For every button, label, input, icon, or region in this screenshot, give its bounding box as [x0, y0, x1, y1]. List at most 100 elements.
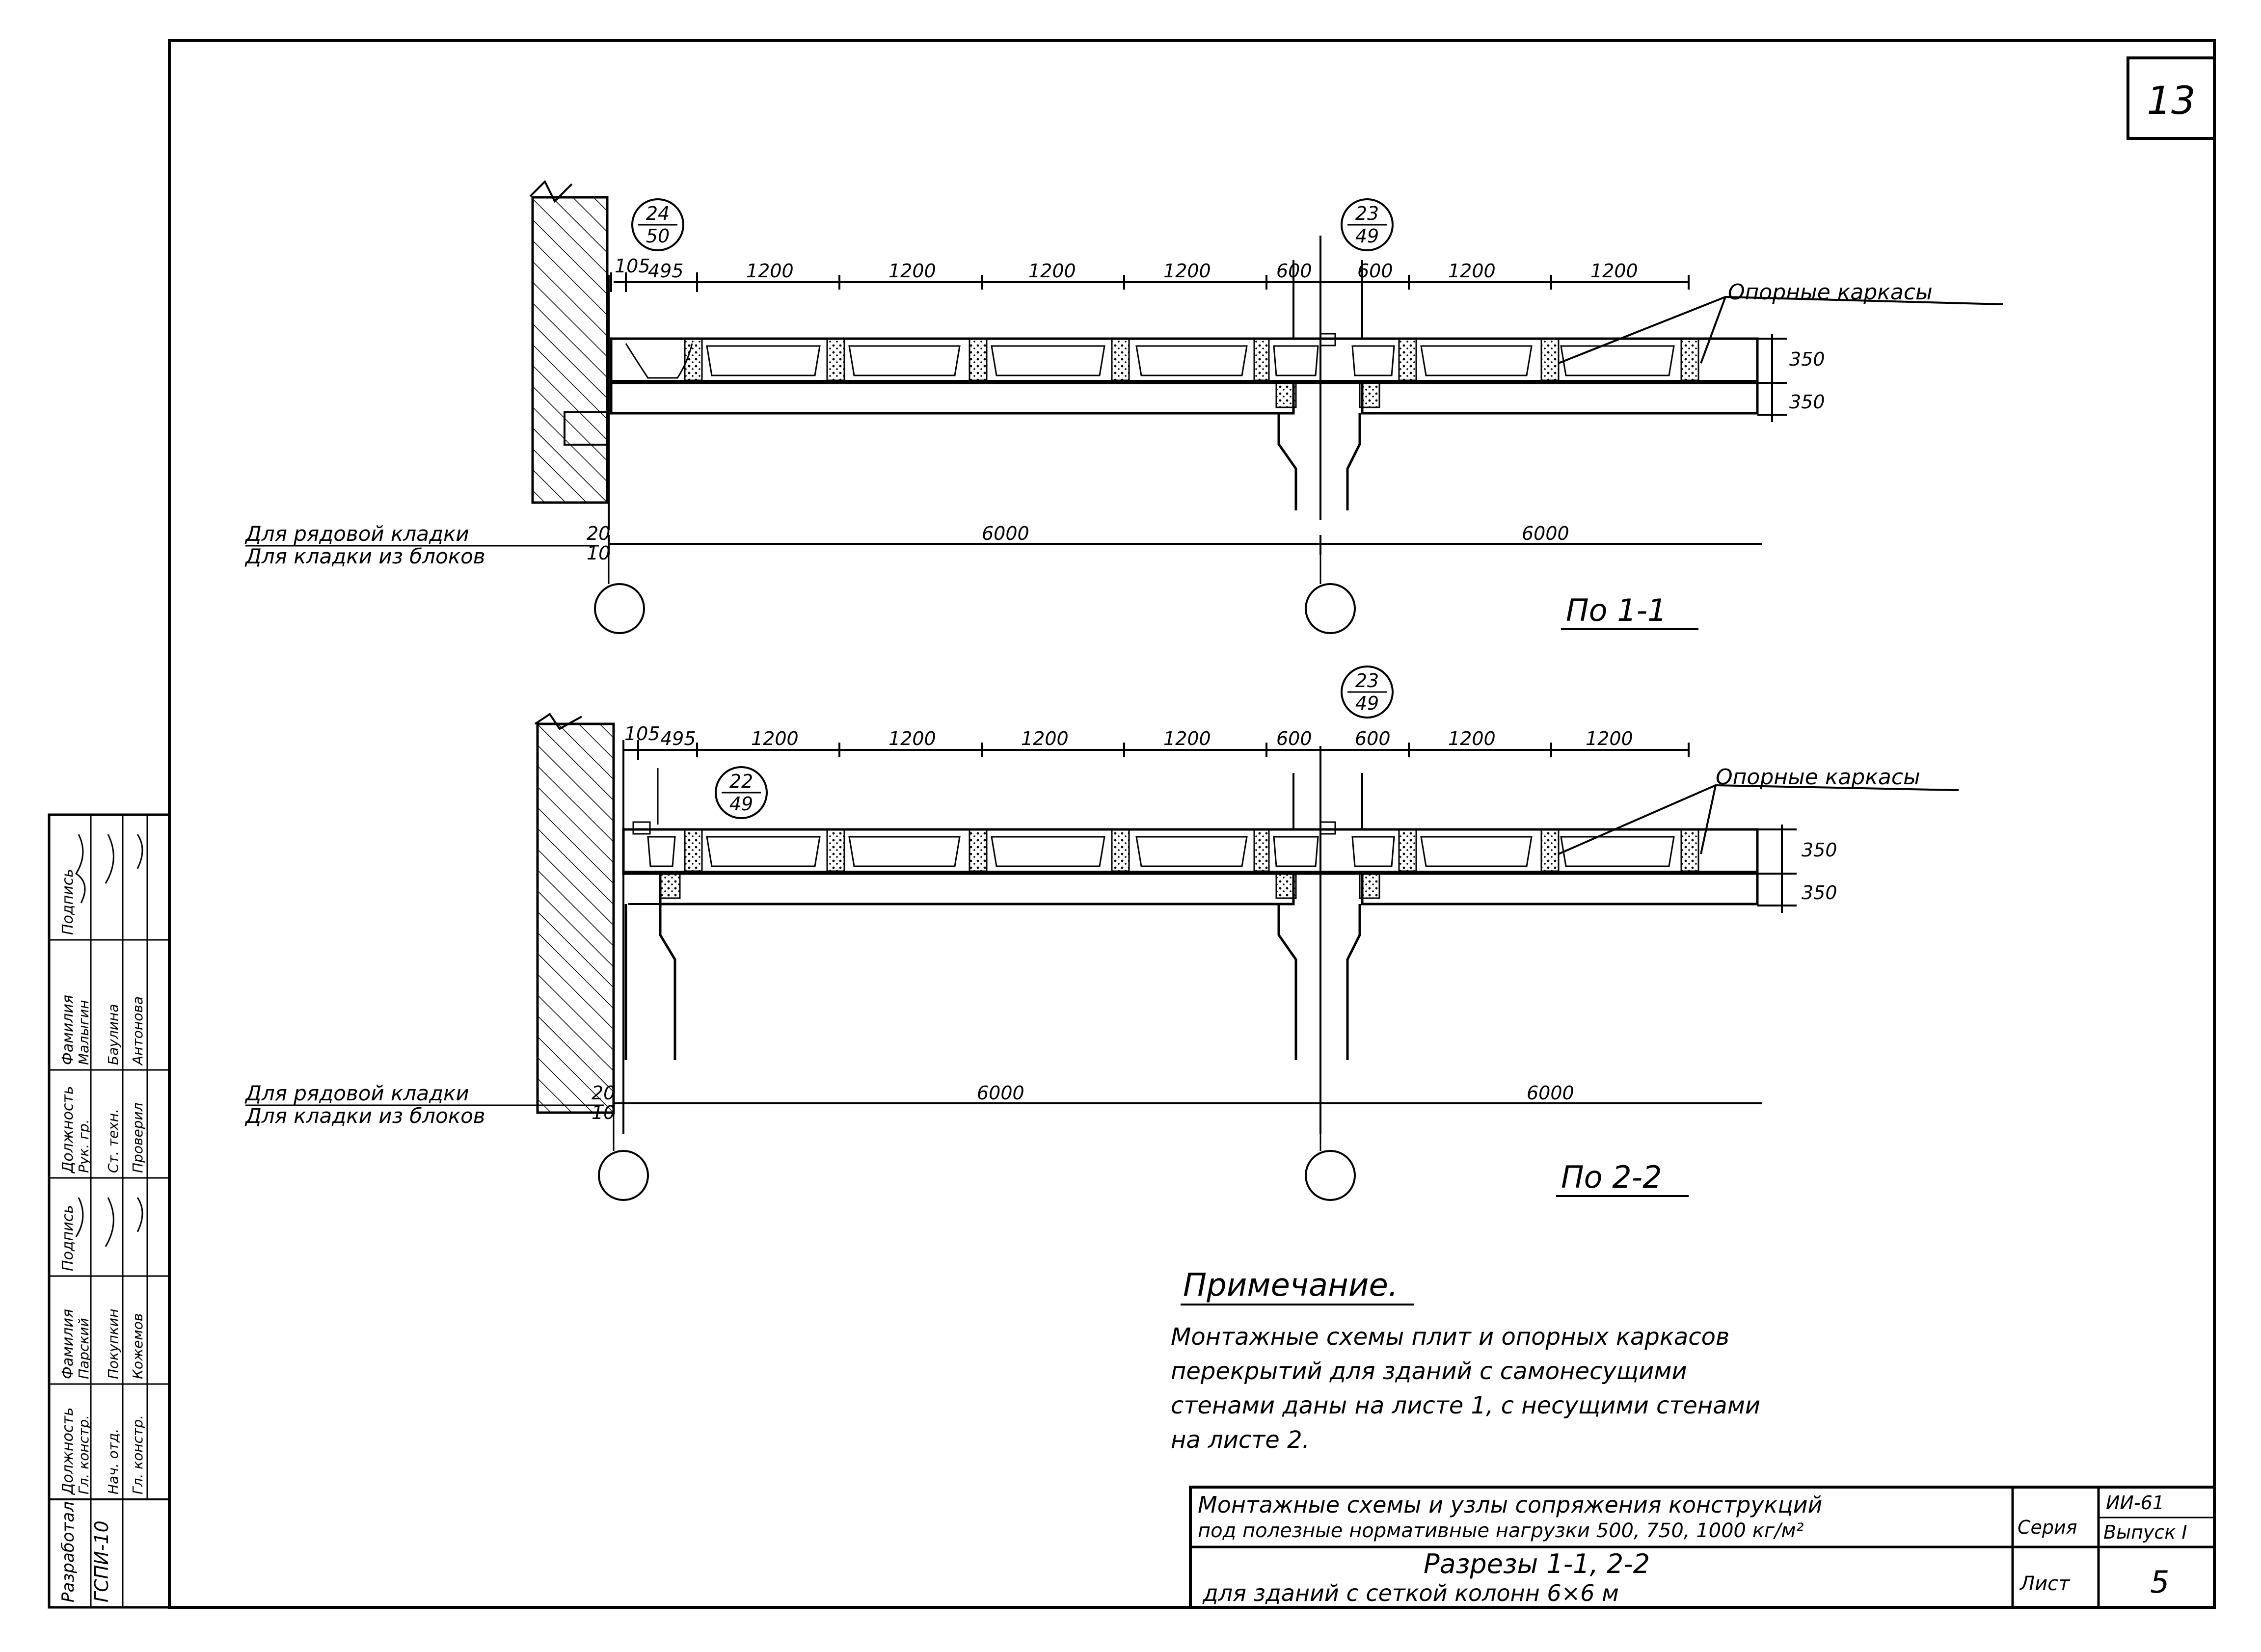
- note-line-3: стенами даны на листе 1, с несущими стен…: [1171, 1392, 1760, 1419]
- wall-hatched: [531, 196, 609, 504]
- label-block-masonry-2: Для кладки из блоков: [244, 1104, 485, 1128]
- dim2-1200-b: 1200: [888, 728, 936, 749]
- note-line-1: Монтажные схемы плит и опорных каркасов: [1171, 1323, 1729, 1351]
- svg-text:23: 23: [1355, 203, 1379, 224]
- svg-text:49: 49: [1355, 225, 1379, 247]
- wall-bracket: [624, 904, 676, 1060]
- svg-text:22: 22: [729, 771, 753, 792]
- axis-circle-mid-2: [1305, 1150, 1356, 1201]
- sheet-number: 13: [2147, 79, 2195, 123]
- beam-right-2: [1361, 872, 1759, 906]
- note-block: Примечание. Монтажные схемы плит и опорн…: [1171, 1267, 1760, 1454]
- label-block-masonry-1: Для кладки из блоков: [244, 544, 485, 568]
- stamp-block: Разработал ГСПИ-10 Должность Фамилия Под…: [48, 813, 171, 1609]
- dim2-600-a: 600: [1276, 728, 1312, 749]
- label-ordinary-masonry-1: Для рядовой кладки: [244, 522, 469, 546]
- stamp-r1-c4: Рук. гр.: [76, 1119, 92, 1173]
- height-350-top-1: 350: [1789, 348, 1825, 370]
- dim2-1200-a: 1200: [751, 728, 799, 749]
- callout-24-50: 24 50: [631, 198, 684, 251]
- stamp-header-1: Должность: [59, 1407, 77, 1495]
- column: [1277, 413, 1361, 510]
- stamp-r2-c4: Ст. техн.: [105, 1109, 121, 1173]
- svg-text:50: 50: [646, 225, 670, 247]
- axis-circle-left-1: [594, 583, 645, 634]
- stamp-r3-c2: Кожемов: [130, 1313, 146, 1379]
- dim2-600-b: 600: [1355, 728, 1391, 749]
- callout-22-49: 22 49: [715, 766, 768, 819]
- callout-23-49: 23 49: [1341, 198, 1394, 251]
- span-6000-a: 6000: [982, 523, 1029, 544]
- stamp-r1-c1: Гл. констр.: [76, 1415, 92, 1494]
- dim-1200-c: 1200: [1028, 260, 1076, 282]
- sheet-title-1: Разрезы 1-1, 2-2: [1424, 1548, 1650, 1579]
- offset-20: 20: [587, 523, 610, 544]
- project-line-1: Монтажные схемы и узлы сопряжения констр…: [1198, 1492, 1822, 1518]
- height-350-top-2: 350: [1802, 839, 1837, 861]
- stamp-r3-c4: Проверил: [130, 1102, 146, 1173]
- svg-text:49: 49: [729, 793, 753, 815]
- svg-text:23: 23: [1355, 670, 1379, 692]
- stamp-role-header: Разработал: [58, 1501, 78, 1602]
- support-cages: [684, 338, 1699, 381]
- stamp-r2-c5: Баулина: [105, 1004, 121, 1066]
- span2-6000-a: 6000: [977, 1082, 1024, 1104]
- axis-circle-mid-1: [1305, 583, 1356, 634]
- dim-600-b: 600: [1357, 260, 1393, 282]
- note-line-2: перекрытий для зданий с самонесущими: [1171, 1358, 1687, 1385]
- stamp-header-2: Фамилия: [59, 1309, 77, 1379]
- sheet-label: Лист: [2019, 1572, 2071, 1595]
- span2-6000-b: 6000: [1527, 1082, 1574, 1104]
- title-block: Монтажные схемы и узлы сопряжения констр…: [1189, 1486, 2216, 1609]
- label-ordinary-masonry-2: Для рядовой кладки: [244, 1081, 469, 1105]
- sheet-title-2: для зданий с сеткой колонн 6×6 м: [1202, 1580, 1619, 1606]
- stamp-r2-c1: Нач. отд.: [105, 1429, 121, 1494]
- dim-1200-b: 1200: [888, 260, 936, 282]
- project-line-2: под полезные нормативные нагрузки 500, 7…: [1198, 1519, 1804, 1542]
- section-title-2-2: По 2-2: [1561, 1159, 1662, 1195]
- stamp-r2-c2: Покупкин: [105, 1309, 121, 1379]
- dim2-495: 495: [660, 728, 696, 749]
- height-350-bottom-1: 350: [1789, 391, 1825, 413]
- stamp-r1-c2: Парский: [76, 1318, 92, 1379]
- axis-circle-left-2: [598, 1150, 649, 1201]
- dim-1200-d: 1200: [1163, 260, 1211, 282]
- series-value-1: ИИ-61: [2106, 1492, 2164, 1514]
- dim2-105: 105: [624, 723, 660, 745]
- note-heading: Примечание.: [1183, 1267, 1398, 1304]
- stamp-r1-c5: Малыгин: [76, 1000, 92, 1065]
- callout-23-49-b: 23 49: [1341, 666, 1394, 719]
- dim2-1200-e: 1200: [1448, 728, 1496, 749]
- beam-left: [610, 381, 1295, 415]
- height-350-bottom-2: 350: [1802, 882, 1837, 904]
- stamp-org: ГСПИ-10: [91, 1520, 112, 1602]
- sheet-number-box: 13: [2126, 56, 2216, 140]
- leader-support-cages-1: Опорные каркасы: [1728, 280, 1933, 305]
- dim2-1200-c: 1200: [1021, 728, 1069, 749]
- dim-1200-a: 1200: [746, 260, 794, 282]
- span-6000-b: 6000: [1522, 523, 1569, 544]
- wall-hatched-2: [536, 722, 615, 1114]
- beam-right: [1361, 381, 1759, 415]
- dim-600-a: 600: [1276, 260, 1312, 282]
- section-2-2: 105 495 1200 1200 1200 1200 600 600 1200…: [244, 666, 1959, 1201]
- leader-support-cages-2: Опорные каркасы: [1716, 765, 1920, 790]
- support-cages-2: [684, 828, 1699, 872]
- stamp-header-4: Должность: [59, 1086, 77, 1174]
- series-value-2: Выпуск I: [2103, 1521, 2187, 1543]
- dim-1200-f: 1200: [1590, 260, 1638, 282]
- sheet-value: 5: [2150, 1564, 2169, 1600]
- dim-495: 495: [648, 260, 684, 282]
- stamp-r3-c1: Гл. констр.: [130, 1415, 146, 1494]
- column-2: [1277, 904, 1361, 1060]
- section-1-1: 105 495 1200 1200 1200 1200 600 600 1200…: [244, 180, 2003, 634]
- signature-mark: [75, 1197, 143, 1247]
- series-label: Серия: [2018, 1517, 2077, 1538]
- section-title-1-1: По 1-1: [1566, 592, 1667, 628]
- stamp-header-3: Подпись: [59, 1205, 77, 1271]
- stamp-r3-c5: Антонова: [130, 996, 146, 1066]
- stamp-header-6: Подпись: [59, 869, 77, 935]
- offset2-20: 20: [592, 1082, 615, 1104]
- stamp-header-5: Фамилия: [59, 995, 77, 1065]
